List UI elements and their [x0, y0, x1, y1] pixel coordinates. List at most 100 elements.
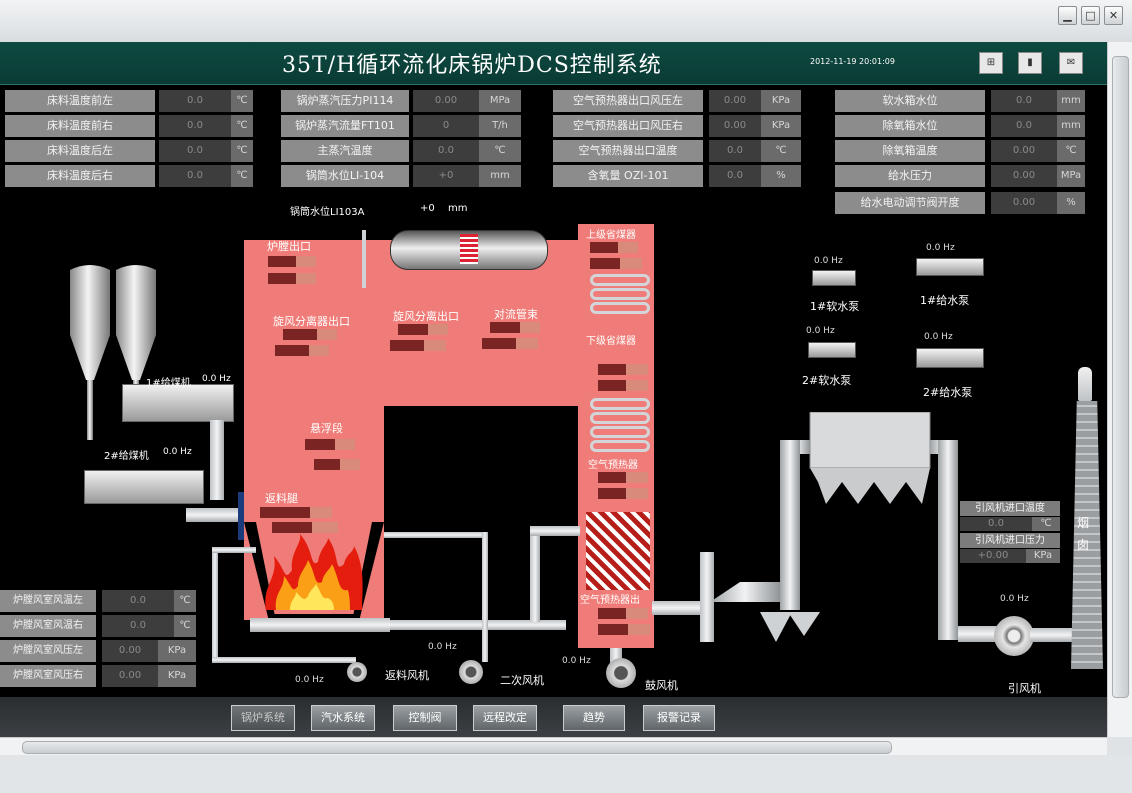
nav-control-valve[interactable]: 控制阀	[393, 705, 457, 731]
nav-alarm-log[interactable]: 报警记录	[643, 705, 715, 731]
param-unit: ℃	[479, 140, 521, 162]
door-icon[interactable]: ▮	[1018, 52, 1042, 74]
param-label: 空气预热器出口风压右	[553, 115, 703, 137]
soft-pump1-label: 1#软水泵	[810, 300, 860, 313]
air-pipe	[212, 547, 256, 553]
param-unit: ℃	[231, 165, 253, 187]
param-unit: KPa	[1026, 549, 1060, 563]
soft-pump2-label: 2#软水泵	[802, 374, 852, 387]
return-fan-label: 返料风机	[385, 669, 429, 682]
param-unit: KPa	[761, 90, 801, 112]
value-bar	[428, 324, 448, 335]
value-bar	[482, 338, 516, 349]
header-bar: 35T/H循环流化床锅炉DCS控制系统 2012-11-19 20:01:09 …	[0, 42, 1107, 85]
param-label: 主蒸汽温度	[281, 140, 409, 162]
feeder2-hz: 0.0 Hz	[163, 447, 192, 457]
coal-silos	[70, 265, 156, 440]
vertical-scrollbar[interactable]	[1107, 42, 1132, 737]
fire-icon	[265, 534, 363, 610]
mail-icon[interactable]: ✉	[1059, 52, 1083, 74]
economizer-coil	[590, 440, 650, 452]
param-value: 0.00	[991, 165, 1057, 187]
param-unit: ℃	[174, 615, 196, 637]
flue-duct	[1030, 628, 1072, 642]
soft-pump1-icon[interactable]	[812, 270, 856, 286]
param-unit: ℃	[761, 140, 801, 162]
air-pipe	[212, 547, 218, 663]
air-pipe	[212, 657, 356, 663]
param-value: 0.0	[991, 115, 1057, 137]
param-unit: mm	[1057, 115, 1085, 137]
param-label: 床料温度后左	[5, 140, 155, 162]
return-fan-hz: 0.0 Hz	[295, 675, 324, 685]
param-label: 给水电动调节阀开度	[835, 192, 985, 214]
coal-feeder-1[interactable]	[122, 384, 234, 422]
feeder2-label: 2#给煤机	[104, 451, 149, 462]
value-bar	[424, 340, 446, 351]
coal-feeder-2[interactable]	[84, 470, 204, 504]
value-bar	[335, 439, 355, 450]
param-unit: ℃	[231, 90, 253, 112]
secondary-fan-icon[interactable]	[459, 660, 483, 684]
blower-icon[interactable]	[606, 658, 636, 688]
minimize-button[interactable]: ▁	[1058, 6, 1077, 25]
return-leg-label: 返料腿	[265, 492, 298, 505]
horizontal-scroll-thumb[interactable]	[22, 741, 892, 754]
horizontal-scrollbar[interactable]	[0, 737, 1107, 756]
soft-pump2-icon[interactable]	[808, 342, 856, 358]
feed-pump2-icon[interactable]	[916, 348, 984, 368]
param-unit: KPa	[761, 115, 801, 137]
param-label: 炉膛风室风压左	[0, 640, 96, 662]
upper-economizer-label: 上级省煤器	[586, 230, 636, 241]
maximize-button[interactable]: □	[1081, 6, 1100, 25]
flue-duct	[652, 601, 712, 615]
param-value: 0.00	[991, 192, 1057, 214]
nav-trend[interactable]: 趋势	[563, 705, 625, 731]
param-label: 给水压力	[835, 165, 985, 187]
secondary-fan-label: 二次风机	[500, 674, 544, 687]
param-unit: KPa	[158, 640, 196, 662]
nav-band	[0, 697, 1107, 737]
value-bar	[626, 472, 648, 483]
value-bar	[620, 258, 642, 269]
value-bar	[314, 459, 340, 470]
feed-pump1-hz: 0.0 Hz	[926, 243, 955, 253]
nav-steam-water[interactable]: 汽水系统	[311, 705, 375, 731]
page-title: 35T/H循环流化床锅炉DCS控制系统	[282, 53, 662, 78]
nav-remote-setting[interactable]: 远程改定	[473, 705, 537, 731]
param-label: 除氧箱水位	[835, 115, 985, 137]
feed-pump1-icon[interactable]	[916, 258, 984, 276]
air-distributor	[250, 618, 390, 632]
scada-screen: 35T/H循环流化床锅炉DCS控制系统 2012-11-19 20:01:09 …	[0, 42, 1107, 737]
value-bar	[272, 522, 312, 533]
param-value: 0	[413, 115, 479, 137]
suspended-label: 悬浮段	[310, 422, 343, 435]
value-bar	[283, 329, 317, 340]
param-unit: %	[1057, 192, 1085, 214]
blower-label: 鼓风机	[645, 679, 678, 692]
id-fan-icon[interactable]	[994, 616, 1034, 656]
param-unit: ℃	[174, 590, 196, 612]
param-value: 0.0	[159, 165, 231, 187]
id-fan-label: 引风机	[1008, 682, 1041, 695]
param-value: 0.0	[709, 140, 761, 162]
smoke-icon	[1078, 367, 1092, 401]
param-unit: ℃	[1057, 140, 1085, 162]
value-bar	[490, 322, 520, 333]
value-bar	[317, 329, 337, 340]
param-value: 0.0	[413, 140, 479, 162]
air-duct	[390, 620, 566, 630]
value-bar	[390, 340, 424, 351]
param-label: 床料温度前右	[5, 115, 155, 137]
blower-hz: 0.0 Hz	[562, 656, 591, 666]
param-value: +0	[413, 165, 479, 187]
nav-boiler-system[interactable]: 锅炉系统	[231, 705, 295, 731]
close-button[interactable]: ✕	[1104, 6, 1123, 25]
feed-pump1-label: 1#给水泵	[920, 294, 970, 307]
economizer-coil	[590, 426, 650, 438]
monitor-icon[interactable]: ⊞	[979, 52, 1003, 74]
param-value: 0.0	[960, 517, 1032, 531]
param-value: 0.0	[102, 615, 174, 637]
vertical-scroll-thumb[interactable]	[1112, 56, 1129, 698]
return-fan-icon[interactable]	[347, 662, 367, 682]
